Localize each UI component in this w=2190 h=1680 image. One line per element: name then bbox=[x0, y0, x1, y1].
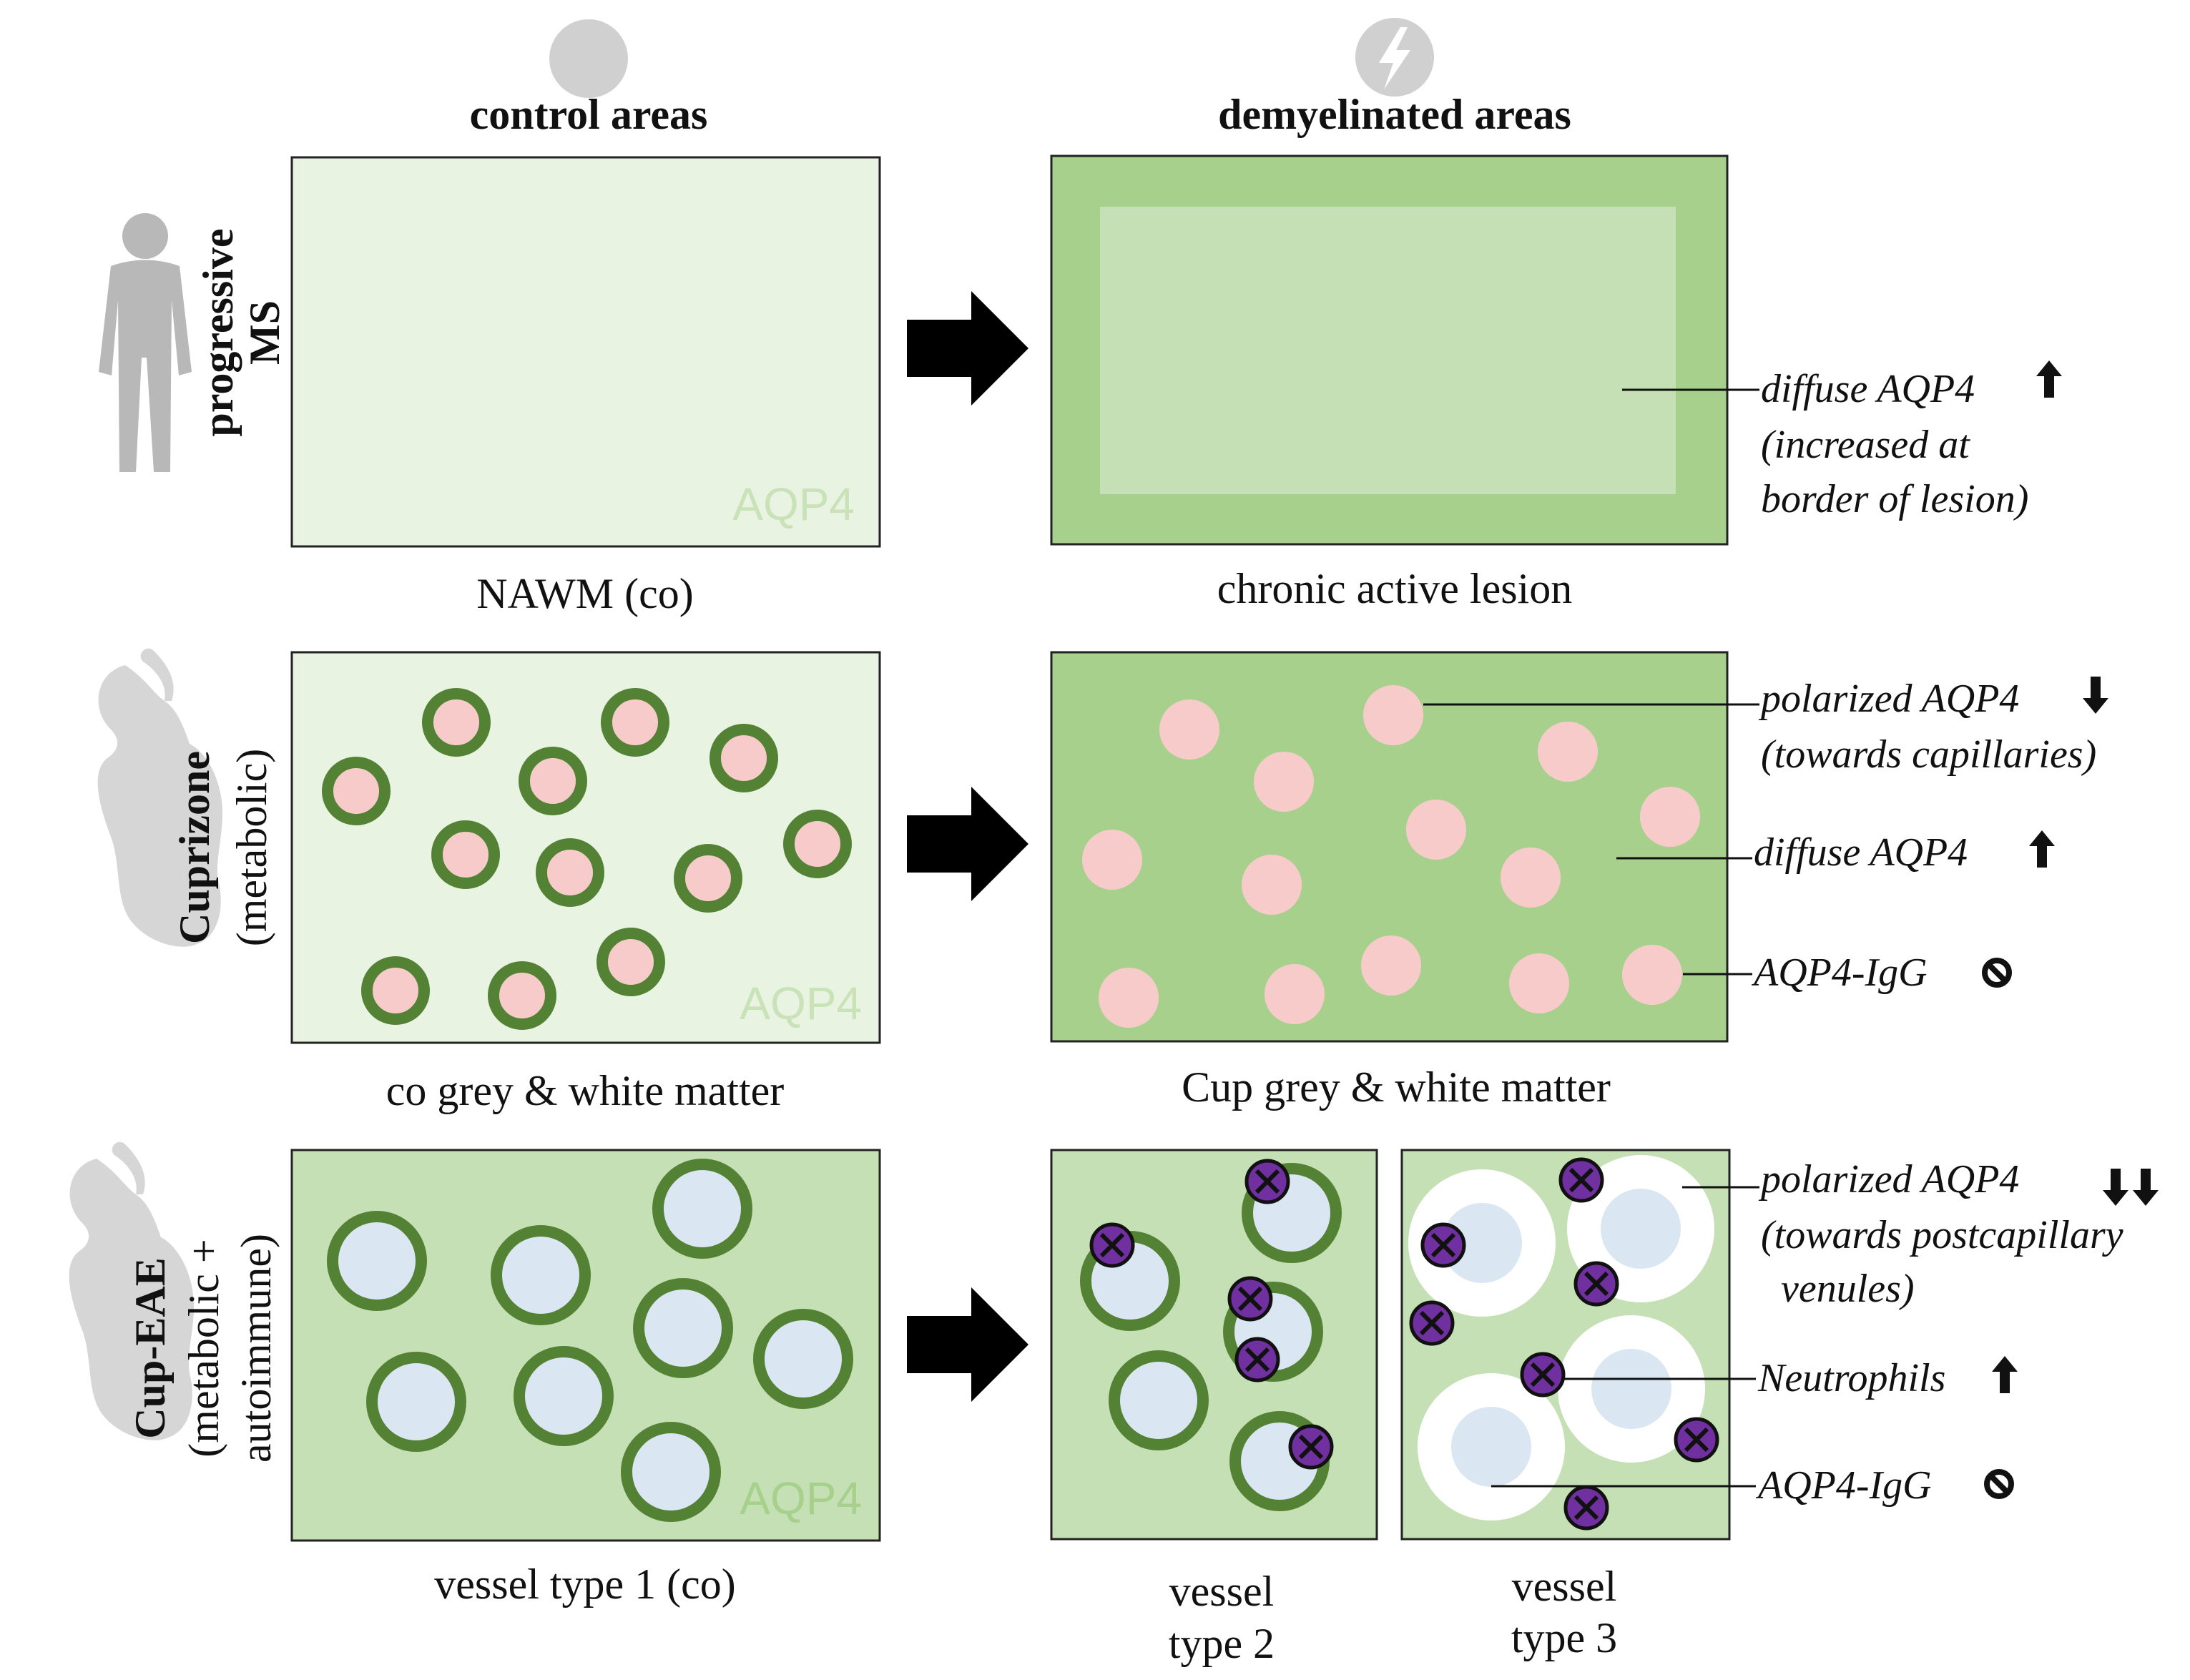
double-down-arrow-icon bbox=[2103, 1169, 2159, 1206]
neutrophil-icon bbox=[1576, 1263, 1617, 1305]
vessel-type2-caption-line2: type 2 bbox=[1169, 1620, 1275, 1667]
row3-label-normal: (metabolic + bbox=[180, 1239, 227, 1457]
row2-note-polarized: polarized AQP4 bbox=[1758, 677, 2019, 721]
row3-note-polarized: polarized AQP4 bbox=[1758, 1157, 2019, 1202]
vessel-type3-caption-line2: type 3 bbox=[1511, 1614, 1617, 1661]
lesion-core bbox=[1100, 207, 1676, 494]
human-silhouette-icon bbox=[99, 213, 192, 472]
neutrophil-icon bbox=[1091, 1224, 1133, 1266]
row2-label-normal: (metabolic) bbox=[228, 749, 275, 947]
row1-note-line3: border of lesion) bbox=[1761, 477, 2028, 521]
row3-label-normal2: autoimmune) bbox=[232, 1234, 280, 1463]
aqp4-watermark-3: AQP4 bbox=[740, 1473, 862, 1524]
neutrophil-icon bbox=[1676, 1419, 1717, 1460]
prohibited-icon-2 bbox=[1987, 1472, 2011, 1496]
cup-grey-white-caption: Cup grey & white matter bbox=[1182, 1063, 1611, 1111]
down-arrow-icon-1 bbox=[2083, 677, 2108, 714]
up-arrow-icon-1 bbox=[2036, 360, 2062, 398]
capillaries-cuprizone bbox=[1082, 685, 1700, 1028]
vessel-type1-caption: vessel type 1 (co) bbox=[434, 1561, 736, 1608]
vessel-type3-caption-line1: vessel bbox=[1512, 1563, 1617, 1610]
neutrophil-icon bbox=[1247, 1161, 1288, 1202]
neutrophil-icon bbox=[1229, 1278, 1271, 1320]
lightning-circle-icon bbox=[1355, 18, 1434, 97]
neutrophil-icon bbox=[1522, 1354, 1563, 1395]
neutrophil-icon bbox=[1423, 1224, 1464, 1266]
aqp4-watermark-1: AQP4 bbox=[732, 478, 855, 530]
demyelinated-areas-heading: demyelinated areas bbox=[1218, 91, 1571, 138]
neutrophil-icon bbox=[1566, 1487, 1607, 1528]
row3-label: Cup-EAE (metabolic + autoimmune) bbox=[127, 1234, 280, 1463]
row1-note-line1: diffuse AQP4 bbox=[1761, 367, 1975, 411]
row3-note-neutrophils: Neutrophils bbox=[1757, 1356, 1945, 1400]
co-grey-white-caption: co grey & white matter bbox=[386, 1067, 784, 1114]
vessels-type1 bbox=[327, 1159, 853, 1522]
aqp4-watermark-2: AQP4 bbox=[740, 978, 862, 1029]
right-arrow-icon-3 bbox=[907, 1287, 1028, 1402]
capillaries-control bbox=[322, 688, 852, 1030]
row2-note-polarized-sub: (towards capillaries) bbox=[1761, 732, 2096, 777]
prohibited-icon-1 bbox=[1985, 961, 2009, 985]
neutrophil-icon bbox=[1561, 1159, 1602, 1201]
row2-label: Cuprizone (metabolic) bbox=[171, 749, 275, 947]
row3-note-polarized-sub1: (towards postcapillary bbox=[1761, 1213, 2123, 1257]
row3-note-igg: AQP4-IgG bbox=[1755, 1463, 1932, 1508]
vessels-type3 bbox=[1408, 1155, 1714, 1521]
row2-label-bold: Cuprizone bbox=[171, 751, 218, 944]
row1-note-line2: (increased at bbox=[1761, 423, 1970, 467]
neutrophil-icon bbox=[1237, 1339, 1278, 1380]
neutrophil-icon bbox=[1411, 1302, 1453, 1344]
nawm-caption: NAWM (co) bbox=[476, 570, 693, 617]
neutrophil-icon bbox=[1290, 1426, 1332, 1468]
row2-note-igg: AQP4-IgG bbox=[1751, 950, 1928, 995]
nawm-panel bbox=[290, 156, 881, 548]
up-arrow-icon-3 bbox=[1992, 1356, 2018, 1393]
row3-label-bold: Cup-EAE bbox=[127, 1257, 174, 1438]
row2-note-diffuse: diffuse AQP4 bbox=[1754, 830, 1968, 875]
row3-note-polarized-sub2: venules) bbox=[1781, 1267, 1915, 1311]
vessel-type2-caption-line1: vessel bbox=[1169, 1568, 1275, 1615]
up-arrow-icon-2 bbox=[2029, 830, 2055, 868]
chronic-lesion-caption: chronic active lesion bbox=[1217, 565, 1572, 612]
right-arrow-icon-2 bbox=[907, 787, 1028, 901]
control-areas-heading: control areas bbox=[470, 91, 708, 138]
row1-label-line2: MS bbox=[241, 300, 288, 365]
grey-circle-icon bbox=[549, 19, 628, 98]
right-arrow-icon-1 bbox=[907, 291, 1028, 406]
row1-label: progressive MS bbox=[195, 228, 288, 436]
row1-label-line1: progressive bbox=[195, 228, 242, 436]
